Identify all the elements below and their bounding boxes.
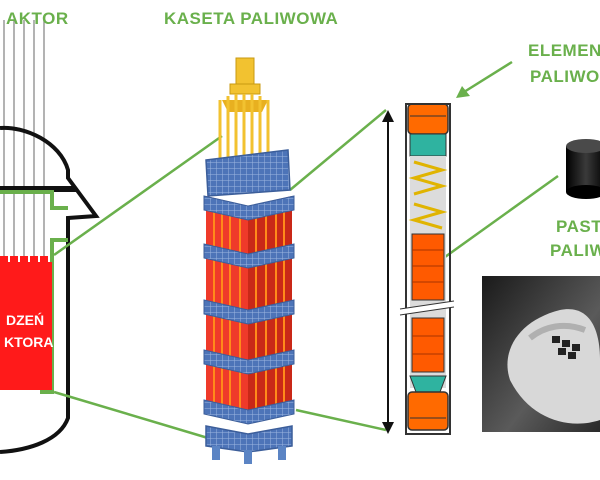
connector-lines	[53, 109, 559, 440]
reactor-label: AKTOR	[6, 9, 69, 28]
pellet-label-line1: PASTY	[556, 217, 600, 236]
element-pointer-arrow	[456, 60, 513, 98]
fuel-element-label-line1: ELEMEN	[528, 41, 600, 60]
length-dimension-arrow	[382, 110, 394, 434]
fuel-assembly-icon	[203, 57, 295, 464]
fuel-rod-icon	[399, 103, 455, 435]
fuel-element-label-line2: PALIWO	[530, 67, 600, 86]
pellet-label-line2: PALIW	[550, 241, 600, 260]
reactor-vessel-icon	[0, 20, 100, 454]
hand-holding-pellets-photo	[482, 276, 600, 432]
fuel-pellet-icon	[566, 139, 600, 199]
core-label-line2: KTORA	[4, 334, 54, 350]
core-label-line1: DZEŃ	[6, 312, 45, 328]
fuel-assembly-label: KASETA PALIWOWA	[164, 9, 339, 28]
